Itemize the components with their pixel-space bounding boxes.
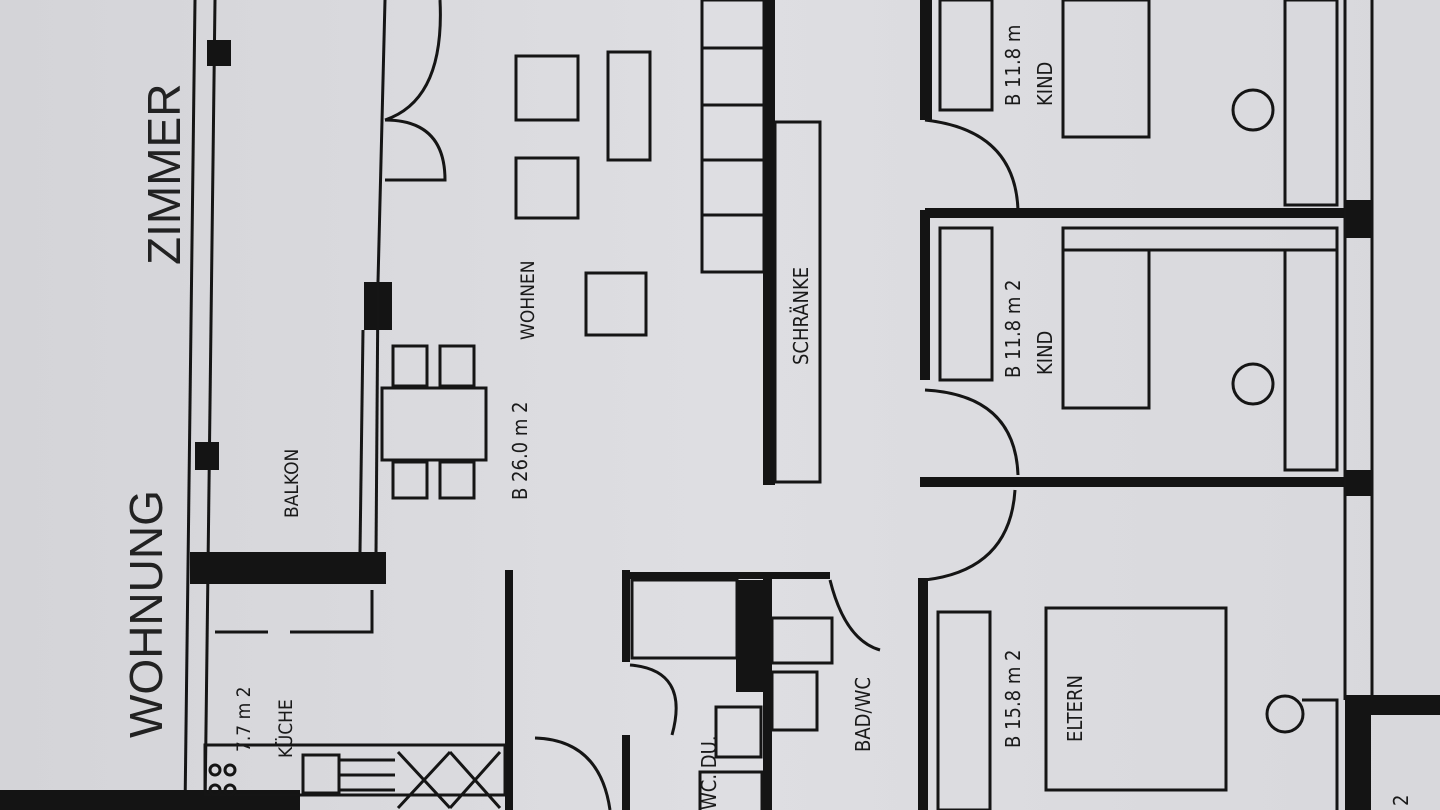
title-wohnung: WOHNUNG (120, 490, 172, 738)
area-eltern: B 15.8 m 2 (1001, 649, 1025, 748)
label-wc-du: WC. DU. (697, 735, 721, 810)
area-wohnen: B 26.0 m 2 (508, 401, 532, 500)
area-kind-top: B 11.8 m (1001, 25, 1025, 106)
label-balkon: BALKON (281, 449, 303, 518)
doors (384, 0, 1020, 810)
label-eltern: ELTERN (1063, 675, 1087, 742)
label-kind-mid: KIND (1033, 331, 1057, 375)
title-zimmer: ZIMMER (138, 84, 190, 265)
area-kind-mid: B 11.8 m 2 (1001, 279, 1025, 378)
label-wohnen: WOHNEN (517, 260, 539, 340)
label-schraenke: SCHRÄNKE (789, 267, 813, 365)
label-kueche: KÜCHE (274, 699, 297, 758)
label-kind-top: KIND (1033, 62, 1057, 106)
area-kueche: 7.7 m 2 (233, 686, 255, 752)
corner-text: 2 (1389, 795, 1413, 806)
furniture (203, 0, 1339, 810)
label-bad-wc: BAD/WC (851, 677, 875, 752)
